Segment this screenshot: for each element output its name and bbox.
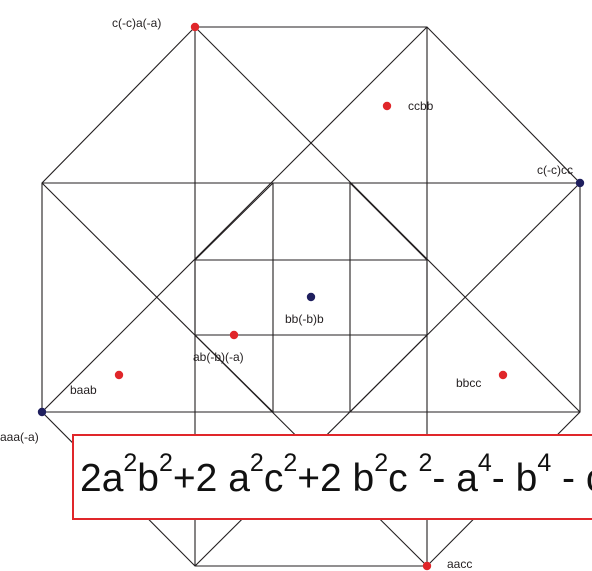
formula-term: - a (432, 457, 478, 500)
formula-term: +2 a (172, 457, 250, 500)
dot-right-mid (498, 370, 508, 380)
dot-upper-right (382, 101, 392, 111)
diagonal-main-up (41, 26, 428, 413)
formula-exponent: 2 (374, 449, 389, 477)
dot-bottom-left (37, 407, 47, 417)
formula-exponent: 4 (477, 449, 492, 477)
dot-right (575, 178, 585, 188)
dot-center-left (229, 330, 239, 340)
label-bottom-left: aaa(-a) (0, 430, 39, 444)
formula-exponent: 2 (418, 449, 433, 477)
formula-exponent: 2 (159, 449, 173, 477)
dots (37, 22, 585, 571)
label-center: bb(-b)b (285, 312, 324, 326)
diagonal-top-right (194, 26, 581, 413)
formula-term: 2a (80, 457, 124, 500)
label-center-left: ab(-b)(-a) (193, 350, 244, 364)
formula-term: b (137, 457, 159, 500)
formula-exponent: 2 (249, 449, 264, 477)
formula-term: +2 b (297, 457, 375, 500)
formula-exponent: 2 (283, 449, 298, 477)
formula-exponent: 4 (537, 449, 552, 477)
formula-term: c (263, 457, 284, 500)
label-left-mid: baab (70, 383, 97, 397)
label-right: c(-c)cc (537, 163, 573, 177)
formula-term: - c (562, 457, 592, 500)
formula-text: 2a2b2+2 a2c2+2 b2c 2- a4- b4 - c4 (80, 451, 592, 502)
dot-left-mid (114, 370, 124, 380)
dot-bottom (422, 561, 432, 571)
formula-term: c (388, 457, 419, 500)
formula-term: - b (491, 457, 538, 500)
label-top-left: c(-c)a(-a) (112, 16, 162, 30)
dot-center (306, 292, 316, 302)
dot-top-left (190, 22, 200, 32)
formula-box: 2a2b2+2 a2c2+2 b2c 2- a4- b4 - c4 (72, 434, 592, 520)
label-upper-right: ccbb (408, 99, 434, 113)
label-bottom: aacc (447, 557, 473, 571)
label-right-mid: bbcc (456, 376, 482, 390)
formula-exponent: 2 (123, 449, 138, 477)
